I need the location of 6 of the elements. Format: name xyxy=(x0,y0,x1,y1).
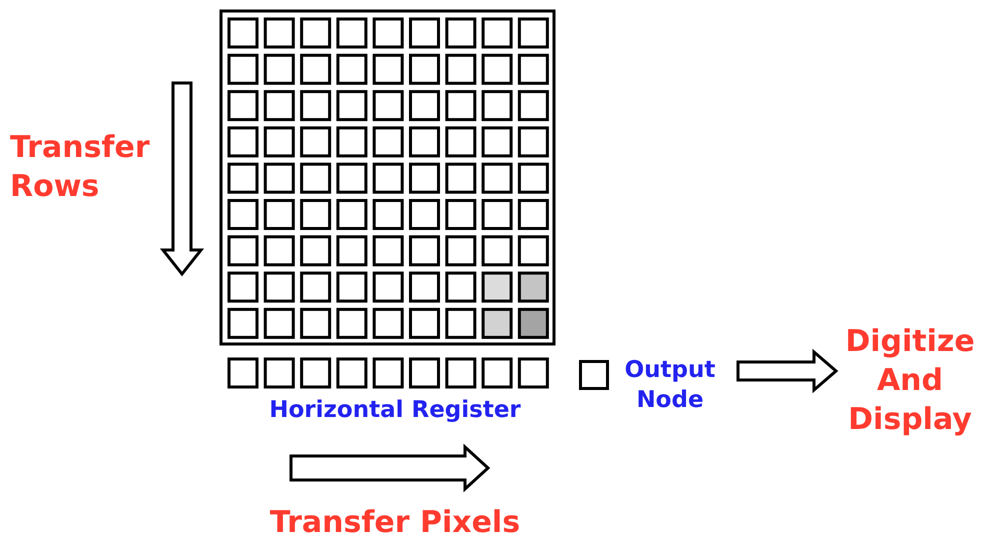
caption-text: Horizontal Register xyxy=(268,396,522,425)
caption-text: Transfer Pixels xyxy=(268,504,522,538)
caption-text: Transfer Rows xyxy=(10,129,151,206)
stage-label: Digitize And Display xyxy=(844,323,976,439)
node-caption: Output Node xyxy=(624,356,716,415)
block-arrow xyxy=(736,348,838,394)
